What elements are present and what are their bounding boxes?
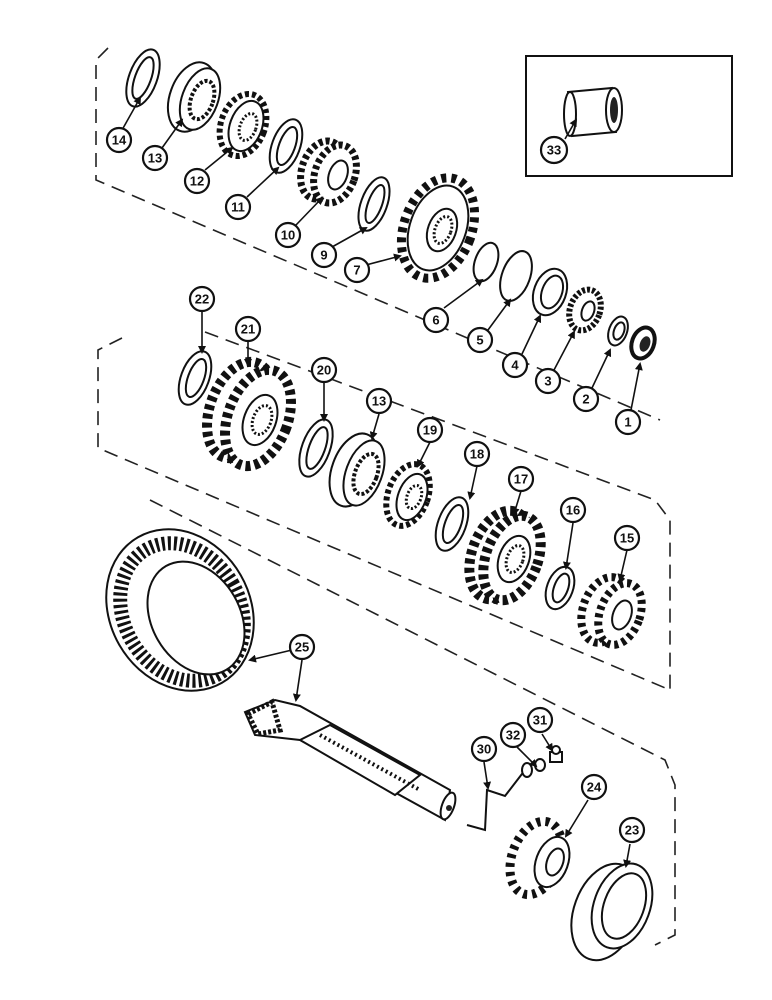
- svg-text:31: 31: [533, 713, 547, 728]
- svg-text:14: 14: [112, 133, 127, 148]
- callout-10: 10: [274, 221, 302, 249]
- thrust-washer-16: [544, 565, 576, 611]
- callout-6: 6: [422, 306, 450, 334]
- svg-text:5: 5: [476, 333, 483, 348]
- svg-text:13: 13: [372, 394, 386, 409]
- coupler-13-upper: [166, 61, 222, 133]
- group-outline-lower: [149, 499, 676, 946]
- thrust-washer-11: [268, 118, 304, 174]
- svg-text:2: 2: [582, 392, 589, 407]
- svg-text:4: 4: [511, 358, 519, 373]
- callout-32: 32: [499, 721, 527, 749]
- svg-text:12: 12: [190, 174, 204, 189]
- svg-text:11: 11: [231, 200, 245, 215]
- nut-1: [629, 325, 657, 361]
- callout-16: 16: [559, 496, 587, 524]
- group-outline-upper: [95, 47, 661, 421]
- callout-13-middle: 13: [365, 387, 393, 415]
- callout-22: 22: [188, 285, 216, 313]
- svg-text:21: 21: [241, 322, 255, 337]
- washer-32: [534, 758, 546, 772]
- coupler-13-middle: [328, 432, 386, 508]
- svg-text:16: 16: [566, 503, 580, 518]
- bearing-cup-23: [570, 862, 654, 962]
- callout-13-upper: 13: [141, 144, 169, 172]
- callout-33: 33: [539, 135, 569, 165]
- svg-text:22: 22: [195, 292, 209, 307]
- thrust-washer-22: [177, 350, 213, 406]
- callout-4: 4: [501, 351, 529, 379]
- bearing-cone-24: [505, 816, 571, 900]
- svg-text:1: 1: [624, 415, 631, 430]
- callout-7: 7: [343, 256, 371, 284]
- svg-text:18: 18: [470, 447, 484, 462]
- bearing-cup-4: [531, 267, 569, 317]
- bearing-cone-3: [566, 286, 604, 334]
- svg-text:9: 9: [320, 248, 327, 263]
- svg-text:6: 6: [432, 313, 439, 328]
- callout-5: 5: [466, 326, 494, 354]
- callout-31: 31: [526, 706, 554, 734]
- callout-21: 21: [234, 315, 262, 343]
- sprocket-gear-7: [396, 173, 480, 283]
- svg-text:13: 13: [148, 151, 162, 166]
- snap-ring-5: [499, 250, 533, 302]
- gear-17: [464, 505, 546, 606]
- bushing-sleeve: [563, 86, 623, 138]
- callout-2: 2: [572, 385, 600, 413]
- callout-14: 14: [105, 126, 133, 154]
- svg-text:3: 3: [544, 374, 551, 389]
- callout-3: 3: [534, 367, 562, 395]
- svg-text:20: 20: [317, 363, 331, 378]
- callout-12: 12: [183, 167, 211, 195]
- callout-11: 11: [224, 193, 252, 221]
- fitting-31: [549, 745, 563, 763]
- gear-21: [202, 356, 296, 472]
- group-outline-middle-right: [204, 331, 671, 690]
- svg-text:15: 15: [620, 531, 634, 546]
- washer-2: [607, 315, 629, 347]
- snap-ring-6: [472, 241, 500, 283]
- svg-text:10: 10: [281, 228, 295, 243]
- inset-box: [525, 55, 733, 177]
- callout-30: 30: [470, 735, 498, 763]
- callout-9: 9: [310, 241, 338, 269]
- gear-12: [216, 91, 270, 159]
- svg-text:23: 23: [625, 823, 639, 838]
- pinion-shaft-25: [243, 698, 457, 822]
- ring-gear-25: [105, 528, 255, 692]
- group-outline-middle: [97, 337, 671, 691]
- thrust-washer-9: [357, 176, 391, 232]
- svg-text:17: 17: [514, 472, 528, 487]
- gear-10: [297, 137, 360, 207]
- svg-text:7: 7: [353, 263, 360, 278]
- thrust-washer-14: [125, 48, 161, 108]
- callout-23: 23: [618, 816, 646, 844]
- callout-1: 1: [614, 408, 642, 436]
- callout-18: 18: [463, 440, 491, 468]
- oil-tube-30: [466, 762, 533, 832]
- gear-15: [577, 573, 646, 649]
- gear-19: [383, 461, 433, 529]
- leader-lines: [121, 96, 643, 868]
- svg-text:19: 19: [423, 423, 437, 438]
- svg-text:30: 30: [477, 742, 491, 757]
- callout-20: 20: [310, 356, 338, 384]
- callout-17: 17: [507, 465, 535, 493]
- thrust-washer-18: [434, 496, 470, 552]
- callout-19: 19: [416, 416, 444, 444]
- callout-15: 15: [613, 524, 641, 552]
- svg-text:25: 25: [295, 640, 309, 655]
- callout-24: 24: [580, 773, 608, 801]
- callout-25: 25: [288, 633, 316, 661]
- svg-text:24: 24: [587, 780, 602, 795]
- svg-text:32: 32: [506, 728, 520, 743]
- svg-text:33: 33: [547, 143, 561, 158]
